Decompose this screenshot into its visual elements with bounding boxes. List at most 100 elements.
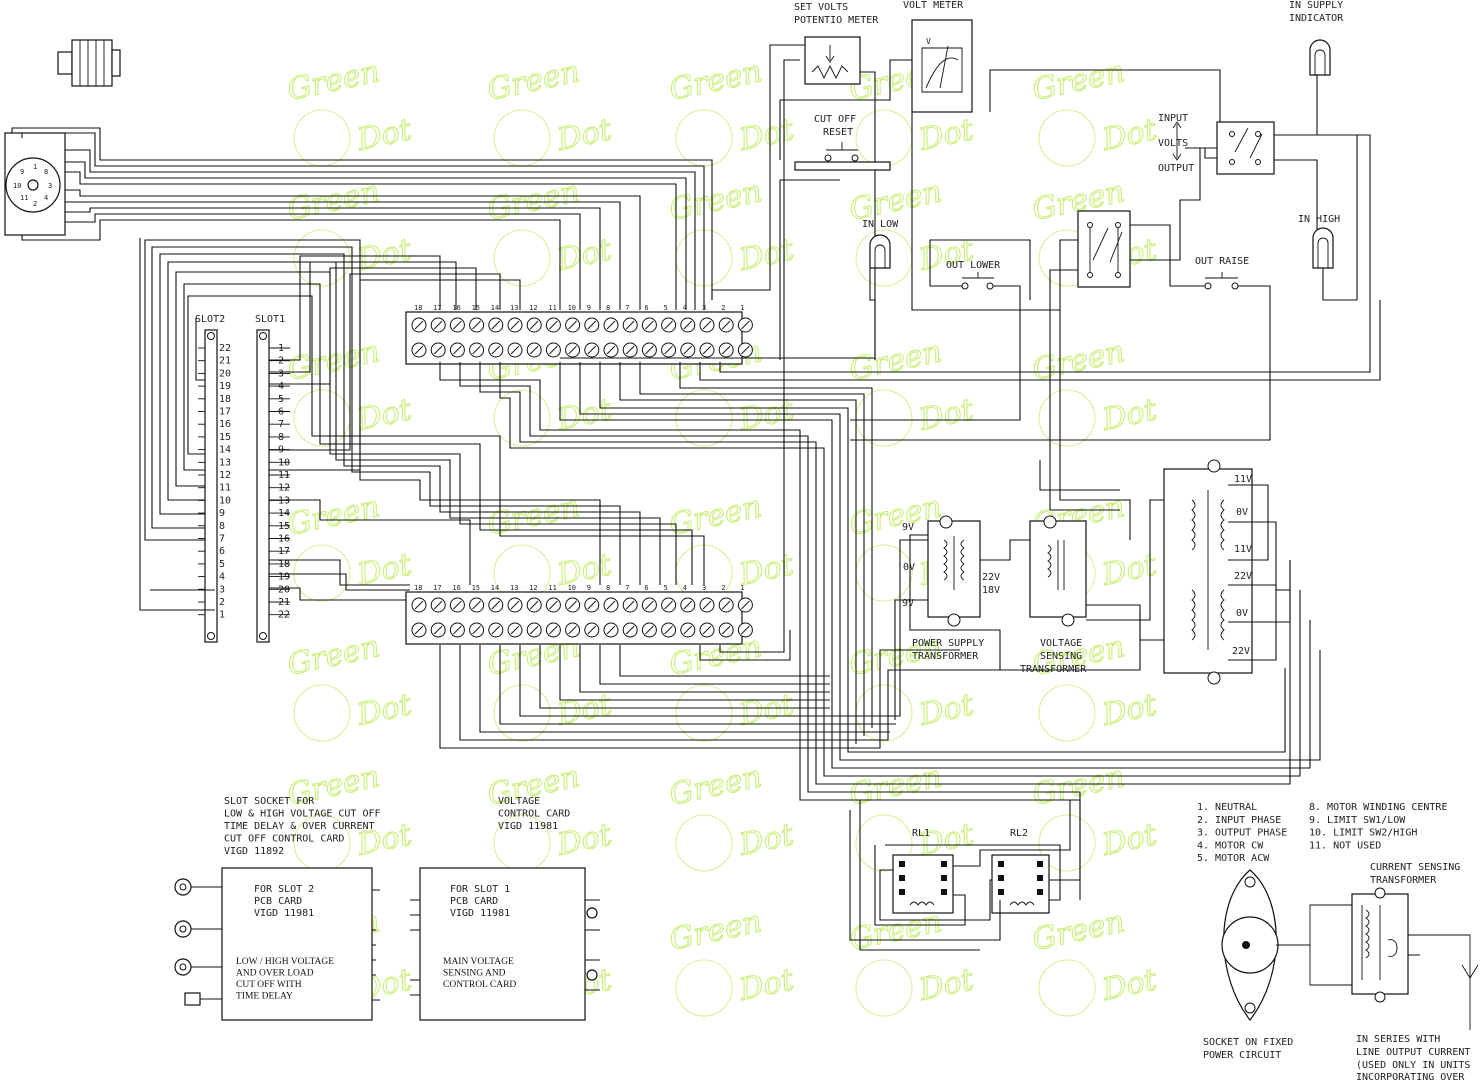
terminal-number: 7	[625, 304, 629, 312]
terminal-number: 15	[472, 304, 480, 312]
terminal-number: 8	[606, 584, 610, 592]
terminal-number: 18	[414, 304, 422, 312]
watermark-text: Green	[666, 174, 764, 228]
watermark-text: Green	[666, 904, 764, 958]
series-note-3: (USED ONLY IN UNITS	[1356, 1060, 1470, 1071]
watermark-text: Dot	[353, 232, 415, 278]
terminal-number: 15	[472, 584, 480, 592]
rl2-label: RL2	[1010, 828, 1028, 839]
in-supply-lamp-icon	[1309, 39, 1331, 76]
control-wiring	[850, 112, 1357, 540]
slot2-pin-label: 1	[219, 610, 225, 621]
slot1-pin-label: 4	[278, 381, 284, 392]
watermark-text: Dot	[353, 547, 415, 593]
watermark-text: Dot	[353, 687, 415, 733]
rl1-label: RL1	[912, 828, 930, 839]
screw-slot	[606, 600, 616, 610]
terminal-number: 5	[664, 304, 668, 312]
slot1-card-desc: MAIN VOLTAGE	[443, 957, 514, 967]
watermark-circle	[675, 109, 733, 167]
socket-note-2: POWER CIRCUIT	[1203, 1050, 1281, 1061]
in-low-lamp-icon	[869, 234, 891, 269]
terminal-number: 13	[510, 584, 518, 592]
watermark-text: Green	[484, 489, 582, 543]
screw-slot	[721, 625, 731, 635]
screw-slot	[741, 625, 750, 635]
main-11v-top-label: 11V	[1234, 474, 1252, 485]
screw-slot	[510, 625, 520, 635]
cut-off-reset-switch	[794, 142, 891, 171]
power-supply-label-2: TRANSFORMER	[912, 651, 979, 662]
screw-slot	[721, 600, 731, 610]
screw-slot	[741, 320, 750, 330]
terminal-number: 13	[510, 304, 518, 312]
terminal-number: 3	[702, 304, 706, 312]
slot2-card-title: VIGD 11981	[254, 908, 314, 919]
screw-slot	[625, 320, 635, 330]
watermark-text: Dot	[915, 962, 977, 1008]
current-sensing-label-2: TRANSFORMER	[1370, 875, 1437, 886]
legend-item: 1. NEUTRAL	[1197, 802, 1257, 813]
slot2-pin-label: 20	[219, 368, 231, 379]
legend-item: 8. MOTOR WINDING CENTRE	[1309, 802, 1447, 813]
watermark-text: Dot	[735, 112, 797, 158]
output-label: OUTPUT	[1158, 163, 1194, 174]
screw-slot	[510, 320, 520, 330]
screw-slot	[433, 320, 443, 330]
screw-slot	[606, 625, 616, 635]
slot1-pin-label: 18	[278, 559, 290, 570]
screw-slot	[510, 600, 520, 610]
screw-slot	[721, 345, 731, 355]
watermark-text: Dot	[1098, 687, 1160, 733]
slot1-pin-label: 19	[278, 572, 290, 583]
screw-slot	[645, 600, 654, 610]
watermark-circle	[855, 814, 913, 872]
watermark-text: Green	[666, 54, 764, 108]
screw-slot	[587, 345, 597, 355]
slot1-pin-label: 14	[278, 508, 290, 519]
screw-slot	[491, 320, 501, 330]
voltage-card-note-line: VIGD 11981	[498, 821, 558, 832]
screw-slot	[702, 345, 712, 355]
slot1-pin-label: 11	[278, 470, 290, 481]
screw-slot	[529, 320, 539, 330]
watermark-text: Green	[284, 54, 382, 108]
watermark-circle	[293, 229, 351, 287]
watermark-text: Dot	[553, 112, 615, 158]
out-raise-label: OUT RAISE	[1195, 256, 1249, 267]
screw-slot	[529, 625, 539, 635]
watermark-circle	[493, 229, 551, 287]
legend-item: 10. LIMIT SW2/HIGH	[1309, 828, 1417, 839]
screw-slot	[549, 600, 558, 610]
slot2-pin-label: 6	[219, 546, 225, 557]
volt-meter: V	[911, 19, 973, 113]
slot-socket-note-line: LOW & HIGH VOLTAGE CUT OFF	[224, 809, 381, 820]
slot-harness	[139, 238, 705, 611]
watermark-text: Green	[666, 759, 764, 813]
slot2-pin-label: 7	[219, 534, 225, 545]
watermark-text: Green	[284, 489, 382, 543]
terminal-number: 16	[452, 584, 460, 592]
terminal-number: 5	[664, 584, 668, 592]
slot2-pin-label: 2	[219, 597, 225, 608]
screw-slot	[491, 625, 501, 635]
watermark-text: Dot	[1098, 962, 1160, 1008]
screw-slot	[549, 320, 558, 330]
screw-slot	[625, 345, 635, 355]
watermark-text: Dot	[915, 687, 977, 733]
watermark-text: Green	[846, 759, 944, 813]
slot2-pin-label: 22	[219, 343, 231, 354]
watermark-text: Dot	[915, 232, 977, 278]
in-supply-label: IN SUPPLY	[1289, 0, 1343, 11]
screw-slot	[414, 345, 424, 355]
watermark-text: Green	[484, 54, 582, 108]
screw-slot	[472, 320, 481, 330]
screw-slot	[568, 625, 577, 635]
slot2-card-desc: TIME DELAY	[236, 992, 293, 1002]
